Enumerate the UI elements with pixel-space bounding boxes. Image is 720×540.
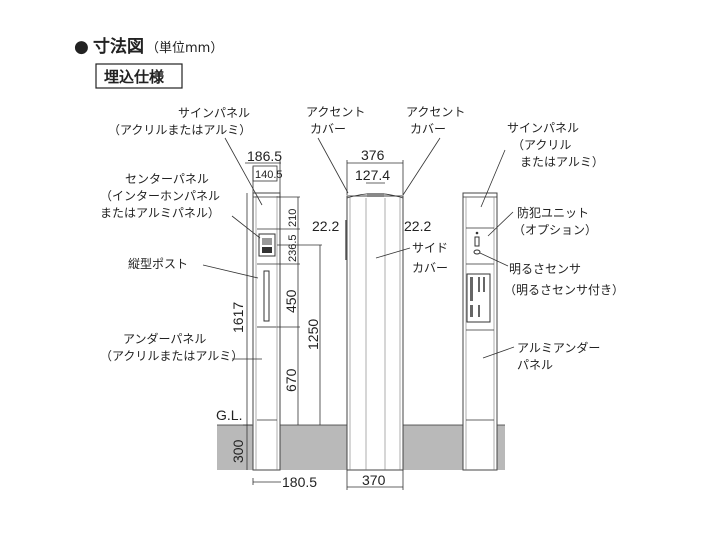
dim-186-5: 186.5 [247,148,282,164]
label-light-sensor: 明るさセンサ [509,262,581,276]
label-right-sign-panel: サインパネル [507,121,579,135]
dim-300: 300 [230,439,246,463]
light-sensor-icon [473,249,481,255]
spec-label: 埋込仕様 [104,68,165,86]
dim-450: 450 [283,289,299,313]
dim-140-5: 140.5 [255,169,283,181]
label-light-sensor-sub: （明るさセンサ付き） [504,283,624,297]
dim-180-5: 180.5 [282,474,317,490]
label-center-panel-sub1: （インターホンパネル [100,189,220,203]
dim-670: 670 [283,368,299,392]
left-labels: サインパネル （アクリルまたはアルミ） センターパネル （インターホンパネル ま… [100,106,263,363]
middle-post [345,193,404,471]
security-camera-icon [475,231,479,235]
label-side-cover: サイド [412,241,448,255]
label-under-panel: アンダーパネル [123,331,206,346]
label-security-unit-sub: （オプション） [513,223,597,237]
label-accent-left: アクセント [306,105,365,119]
spec-box [95,63,183,89]
label-center-panel: センターパネル [125,172,209,186]
title-bullet: ● [74,37,89,57]
title-unit: （単位mm） [146,40,223,56]
label-accent-right: アクセント [406,105,465,119]
label-center-panel-sub2: またはアルミパネル） [100,206,220,220]
dim-22-2-left: 22.2 [312,218,339,234]
middle-labels: アクセント カバー アクセント カバー サイド カバー [306,105,465,275]
label-security-unit: 防犯ユニット [517,205,589,220]
label-vertical-post: 縦型ポスト [128,257,188,271]
label-accent-right-sub: カバー [410,122,446,136]
left-dimensions: 186.5 140.5 1617 300 180.5 210 236.5 450… [230,148,322,490]
label-aluminum-under: アルミアンダー [517,340,600,355]
label-under-panel-sub: （アクリルまたはアルミ） [100,349,243,363]
label-side-cover-sub: カバー [412,261,448,275]
label-sign-panel-sub: （アクリルまたはアルミ） [108,123,251,137]
title: 寸法図 [93,36,144,57]
dim-1250: 1250 [305,319,321,350]
dim-22-2-right: 22.2 [404,218,431,234]
label-right-sign-panel-sub1: （アクリル [512,138,571,152]
middle-dimensions: 376 127.4 22.2 22.2 370 [312,147,431,490]
ground-label: G.L. [216,407,242,423]
right-labels: サインパネル （アクリル またはアルミ） 防犯ユニット （オプション） 明るさセ… [479,121,624,372]
label-right-sign-panel-sub2: またはアルミ） [520,155,604,169]
right-post [462,192,498,471]
label-accent-left-sub: カバー [310,122,346,136]
dim-1617: 1617 [230,302,246,333]
dim-210: 210 [287,209,299,227]
mail-slot [263,270,270,322]
label-aluminum-under-sub: パネル [517,358,553,372]
dim-376: 376 [361,147,385,163]
left-post [252,192,281,471]
dim-236-5: 236.5 [287,234,299,262]
label-sign-panel: サインパネル [178,106,250,120]
dim-370: 370 [362,472,386,488]
dim-127-4: 127.4 [355,167,390,183]
